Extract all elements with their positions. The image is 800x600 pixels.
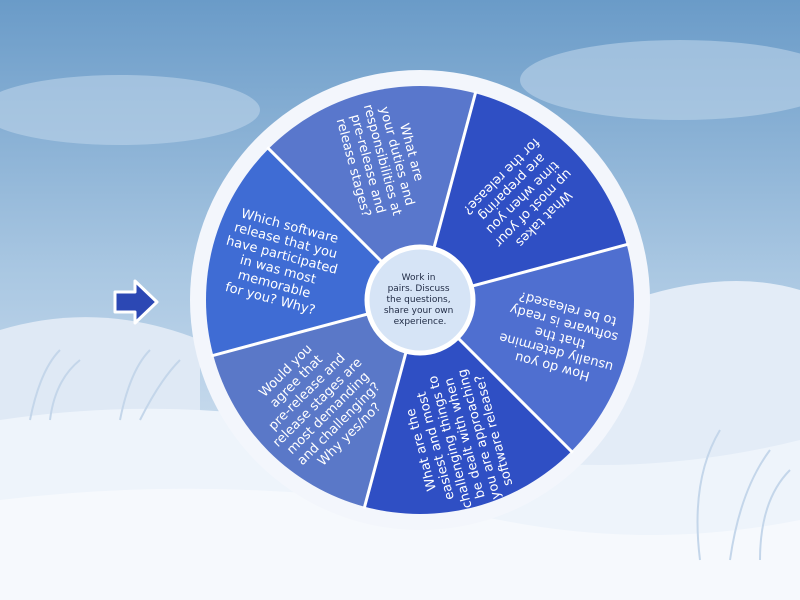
pointer-arrow <box>113 279 159 325</box>
hub-line: experience. <box>394 317 447 327</box>
segment-question: What takesup most of yourtime when youar… <box>459 134 585 260</box>
wheel-segment[interactable] <box>420 93 627 300</box>
cloud-shape <box>0 40 800 145</box>
hub-line: the questions, <box>387 295 451 305</box>
hub-instruction: Work in pairs. Discuss the questions, sh… <box>384 273 456 327</box>
hub-line: pairs. Discuss <box>388 284 450 294</box>
wheel-segment[interactable] <box>213 300 420 507</box>
right-arrow-icon <box>113 279 159 325</box>
spinner-wheel[interactable]: What takesup most of yourtime when youar… <box>160 40 680 560</box>
hub-line: Work in <box>402 273 436 283</box>
segment-question: How do youusually determinethat thesoftw… <box>494 286 627 389</box>
wheel-hub[interactable] <box>364 244 476 356</box>
segment-question: What areyour duties andresponsibilities … <box>331 95 433 225</box>
hub-line: share your own <box>384 306 453 316</box>
frosty-grass <box>29 349 791 561</box>
